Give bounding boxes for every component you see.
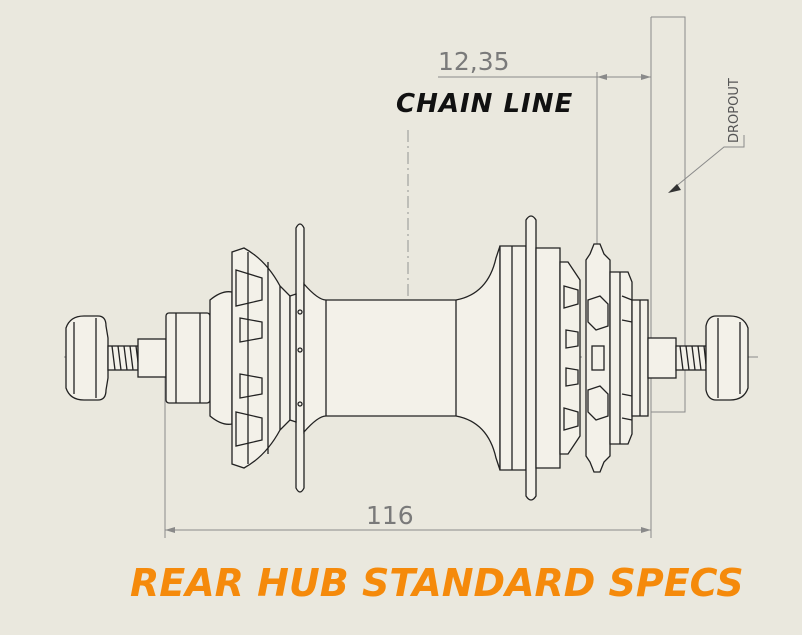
width-dimension bbox=[164, 370, 652, 538]
lockring bbox=[609, 271, 649, 445]
right-flange bbox=[499, 215, 561, 501]
hub-body-shell bbox=[303, 245, 501, 471]
left-flange bbox=[289, 223, 305, 493]
chainline-dimension bbox=[438, 74, 651, 80]
dropout-label: DROPOUT bbox=[727, 78, 742, 143]
left-axle-thread bbox=[107, 345, 140, 371]
caption-title: REAR HUB STANDARD SPECS bbox=[130, 561, 744, 605]
right-axle-nut bbox=[705, 315, 749, 401]
freewheel-body bbox=[559, 261, 581, 455]
width-dimension-value: 116 bbox=[366, 501, 414, 530]
sprocket bbox=[585, 243, 611, 473]
right-spacer bbox=[647, 337, 677, 379]
chainline-dimension-value: 12,35 bbox=[438, 47, 510, 76]
left-axle-nut bbox=[65, 315, 109, 401]
right-axle-thread bbox=[675, 345, 707, 371]
dropout-leader bbox=[668, 135, 745, 193]
left-spacer bbox=[137, 312, 211, 404]
left-rotor-mount bbox=[209, 247, 291, 469]
chain-line-label: CHAIN LINE bbox=[396, 89, 573, 119]
